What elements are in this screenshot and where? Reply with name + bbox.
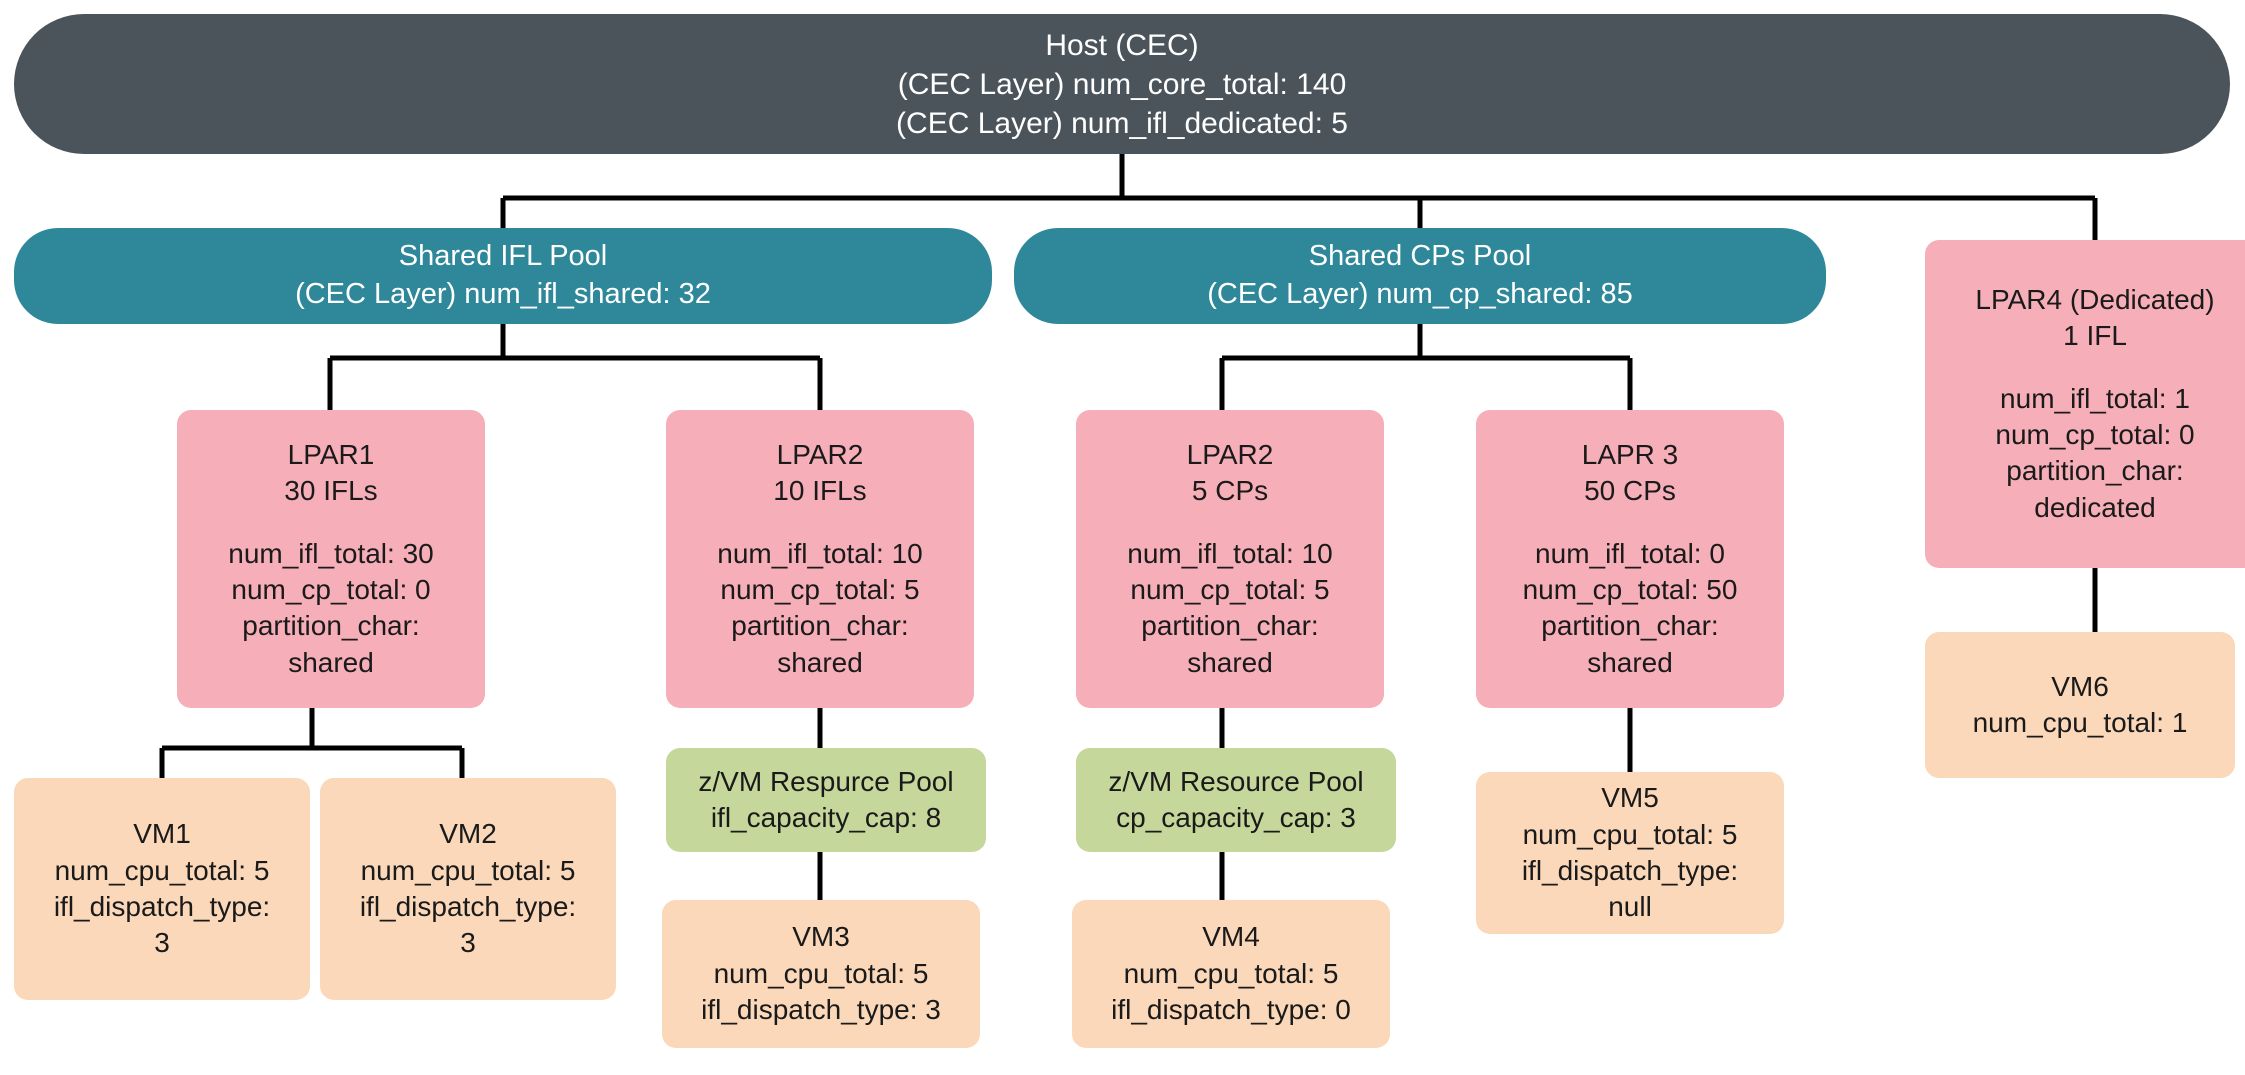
node-zvm-resource-pool-cp[interactable]: z/VM Resource Pool cp_capacity_cap: 3	[1076, 748, 1396, 852]
lpar4-partition-char-value: dedicated	[2034, 491, 2156, 523]
node-zvm-resource-pool-ifl[interactable]: z/VM Respurce Pool ifl_capacity_cap: 8	[666, 748, 986, 852]
node-lpar4-dedicated[interactable]: LPAR4 (Dedicated) 1 IFL num_ifl_total: 1…	[1925, 240, 2245, 568]
vm1-num-cpu-total: num_cpu_total: 5	[54, 854, 270, 886]
host-title: Host (CEC)	[1045, 28, 1199, 62]
vm6-num-cpu-total: num_cpu_total: 1	[1972, 707, 2188, 738]
node-vm2[interactable]: VM2 num_cpu_total: 5 ifl_dispatch_type: …	[320, 778, 616, 1000]
vm5-ifl-dispatch-type-value: null	[1608, 891, 1652, 923]
lapr3-partition-char-label: partition_char:	[1541, 610, 1719, 642]
lapr3-partition-char-value: shared	[1587, 646, 1673, 678]
vm3-num-cpu-total: num_cpu_total: 5	[713, 957, 929, 989]
lpar2-cp-num-ifl-total: num_ifl_total: 10	[1127, 537, 1333, 569]
node-lpar1[interactable]: LPAR1 30 IFLs num_ifl_total: 30 num_cp_t…	[177, 410, 485, 708]
shared-ifl-pool-title: Shared IFL Pool	[398, 240, 608, 273]
lpar2-cp-num-cp-total: num_cp_total: 5	[1130, 574, 1330, 605]
lpar4-title: LPAR4 (Dedicated)	[1975, 283, 2215, 315]
zvm-pool-ifl-capacity-cap: ifl_capacity_cap: 8	[710, 802, 942, 833]
vm2-num-cpu-total: num_cpu_total: 5	[360, 854, 576, 886]
shared-cps-pool-num-cp-shared: (CEC Layer) num_cp_shared: 85	[1207, 278, 1633, 310]
zvm-pool-cp-title: z/VM Resource Pool	[1108, 765, 1364, 797]
lpar2-cp-partition-char-value: shared	[1187, 646, 1273, 678]
host-num-ifl-dedicated: (CEC Layer) num_ifl_dedicated: 5	[896, 106, 1348, 140]
node-vm1[interactable]: VM1 num_cpu_total: 5 ifl_dispatch_type: …	[14, 778, 310, 1000]
vm3-title: VM3	[792, 921, 850, 953]
node-shared-ifl-pool[interactable]: Shared IFL Pool (CEC Layer) num_ifl_shar…	[14, 228, 992, 324]
node-vm5[interactable]: VM5 num_cpu_total: 5 ifl_dispatch_type: …	[1476, 772, 1784, 934]
lpar1-title: LPAR1	[287, 438, 375, 470]
node-vm6[interactable]: VM6 num_cpu_total: 1	[1925, 632, 2235, 778]
node-host-cec[interactable]: Host (CEC) (CEC Layer) num_core_total: 1…	[14, 14, 2230, 154]
vm2-ifl-dispatch-type-value: 3	[460, 927, 476, 959]
vm1-title: VM1	[133, 818, 191, 850]
lpar4-num-ifl-total: num_ifl_total: 1	[2000, 382, 2190, 414]
vm4-num-cpu-total: num_cpu_total: 5	[1123, 957, 1339, 989]
node-lapr3[interactable]: LAPR 3 50 CPs num_ifl_total: 0 num_cp_to…	[1476, 410, 1784, 708]
node-lpar2-ifl[interactable]: LPAR2 10 IFLs num_ifl_total: 10 num_cp_t…	[666, 410, 974, 708]
lpar2-ifl-num-cp-total: num_cp_total: 5	[720, 574, 920, 605]
lpar1-num-cp-total: num_cp_total: 0	[231, 574, 431, 605]
lpar2-ifl-subtitle: 10 IFLs	[773, 475, 867, 507]
lpar1-partition-char-label: partition_char:	[242, 610, 420, 642]
lpar4-subtitle: 1 IFL	[2063, 320, 2127, 352]
lpar1-subtitle: 30 IFLs	[284, 475, 378, 507]
node-vm3[interactable]: VM3 num_cpu_total: 5 ifl_dispatch_type: …	[662, 900, 980, 1048]
shared-cps-pool-title: Shared CPs Pool	[1308, 240, 1532, 273]
lapr3-num-ifl-total: num_ifl_total: 0	[1535, 537, 1725, 569]
vm1-ifl-dispatch-type-value: 3	[154, 927, 170, 959]
vm2-title: VM2	[439, 818, 497, 850]
vm5-ifl-dispatch-type-label: ifl_dispatch_type:	[1521, 855, 1739, 886]
vm2-ifl-dispatch-type-label: ifl_dispatch_type:	[359, 891, 577, 922]
lpar4-num-cp-total: num_cp_total: 0	[1995, 419, 2195, 450]
lapr3-subtitle: 50 CPs	[1584, 475, 1676, 507]
lpar2-cp-title: LPAR2	[1186, 438, 1274, 470]
vm6-title: VM6	[2051, 670, 2109, 702]
vm4-title: VM4	[1202, 921, 1260, 953]
lpar2-cp-subtitle: 5 CPs	[1191, 475, 1269, 507]
lpar2-ifl-partition-char-value: shared	[777, 646, 863, 678]
lpar1-partition-char-value: shared	[288, 646, 374, 678]
node-lpar2-cp[interactable]: LPAR2 5 CPs num_ifl_total: 10 num_cp_tot…	[1076, 410, 1384, 708]
lapr3-title: LAPR 3	[1581, 438, 1679, 470]
lpar1-num-ifl-total: num_ifl_total: 30	[228, 537, 434, 569]
vm3-ifl-dispatch-type: ifl_dispatch_type: 3	[701, 994, 941, 1026]
zvm-pool-cp-capacity-cap: cp_capacity_cap: 3	[1116, 802, 1356, 833]
vm5-num-cpu-total: num_cpu_total: 5	[1522, 818, 1738, 850]
zvm-pool-ifl-title: z/VM Respurce Pool	[698, 765, 954, 797]
lapr3-num-cp-total: num_cp_total: 50	[1522, 574, 1738, 605]
lpar2-ifl-partition-char-label: partition_char:	[731, 610, 909, 642]
vm5-title: VM5	[1601, 782, 1659, 814]
lpar2-ifl-num-ifl-total: num_ifl_total: 10	[717, 537, 923, 569]
lpar2-ifl-title: LPAR2	[776, 438, 864, 470]
shared-ifl-pool-num-ifl-shared: (CEC Layer) num_ifl_shared: 32	[295, 278, 711, 310]
node-vm4[interactable]: VM4 num_cpu_total: 5 ifl_dispatch_type: …	[1072, 900, 1390, 1048]
vm4-ifl-dispatch-type: ifl_dispatch_type: 0	[1111, 994, 1351, 1026]
lpar2-cp-partition-char-label: partition_char:	[1141, 610, 1319, 642]
node-shared-cps-pool[interactable]: Shared CPs Pool (CEC Layer) num_cp_share…	[1014, 228, 1826, 324]
lpar4-partition-char-label: partition_char:	[2006, 455, 2184, 487]
vm1-ifl-dispatch-type-label: ifl_dispatch_type:	[53, 891, 271, 922]
host-num-core-total: (CEC Layer) num_core_total: 140	[897, 67, 1347, 101]
